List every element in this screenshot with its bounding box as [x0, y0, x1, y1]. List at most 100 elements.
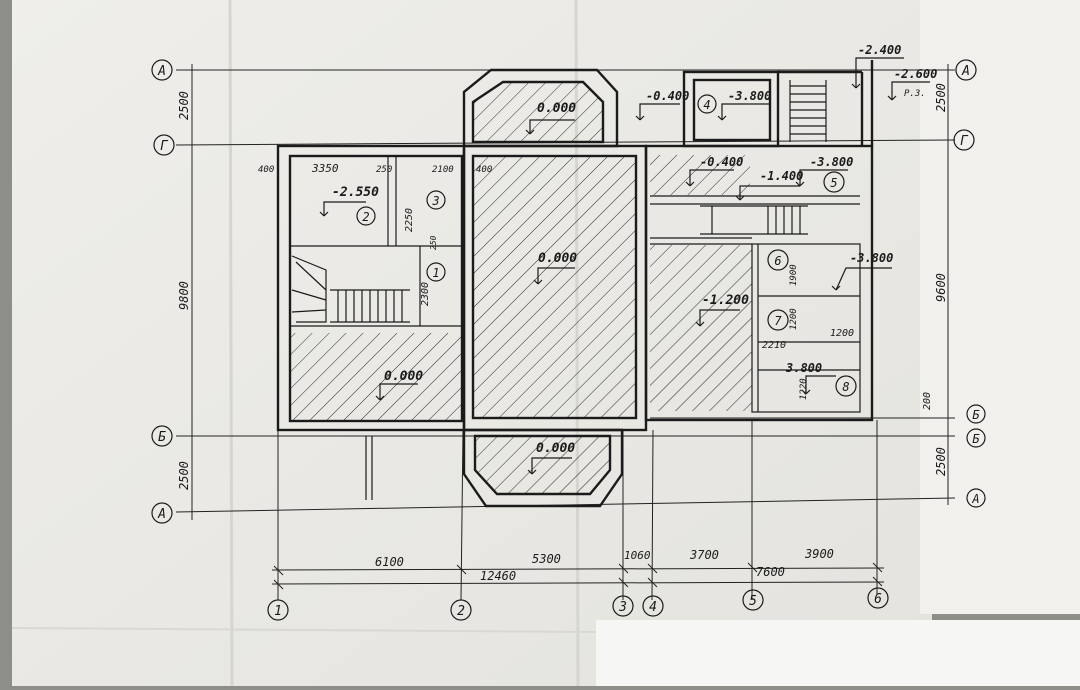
dim-7600: 7600	[756, 565, 785, 579]
room-number-3: 3	[426, 190, 446, 210]
svg-text:Б: Б	[972, 432, 980, 446]
svg-text:А: А	[157, 64, 166, 79]
svg-text:5: 5	[830, 176, 837, 190]
room-number-2: 2	[356, 206, 376, 226]
room-dim: 400	[258, 165, 274, 175]
room-dim: 2210	[762, 340, 786, 351]
room-number-8: 8	[835, 375, 857, 397]
svg-text:2: 2	[457, 604, 465, 619]
room-number-6: 6	[767, 249, 789, 271]
room-dim: 2100	[432, 165, 454, 175]
level-label: 0.000	[538, 251, 577, 266]
dim-right-small: 200	[922, 392, 933, 410]
paper-fold	[228, 0, 234, 687]
svg-text:6: 6	[874, 592, 882, 607]
room-dim: 2300	[420, 282, 431, 306]
level-label: -2.550	[332, 185, 379, 200]
svg-text:6: 6	[774, 254, 781, 268]
dim-right-bot: 2500	[934, 447, 948, 476]
svg-text:3: 3	[431, 194, 439, 208]
axis-bubble-1: 1	[267, 599, 289, 621]
svg-text:5: 5	[749, 594, 757, 609]
svg-text:2: 2	[362, 210, 369, 224]
level-label: -0.400	[700, 155, 743, 169]
dim-left-bot: 2500	[177, 461, 191, 490]
axis-bubble-5: 5	[742, 589, 764, 611]
room-number-7: 7	[767, 309, 789, 331]
svg-text:4: 4	[703, 98, 710, 112]
axis-bubble-4: 4	[642, 595, 664, 617]
hatched-zones	[290, 82, 752, 494]
axis-bubble-a-top-left: А	[151, 59, 173, 81]
axis-bubble-a-top-right: А	[955, 59, 977, 81]
svg-text:Г: Г	[160, 139, 169, 154]
axis-bubble-g-right: Г	[953, 129, 975, 151]
level-label: 3.800	[785, 361, 822, 375]
level-marks	[319, 57, 930, 475]
dim-right-mid: 9600	[934, 273, 948, 302]
axis-bubble-b-right-2: Б	[966, 428, 986, 448]
svg-text:Г: Г	[960, 134, 969, 149]
paper-fold	[11, 627, 597, 633]
axis-bubble-6: 6	[867, 587, 889, 609]
room-dim: 2250	[404, 208, 415, 232]
room-dim: 1900	[789, 264, 799, 286]
svg-text:1: 1	[432, 266, 439, 280]
dim-6100: 6100	[375, 555, 404, 569]
level-label: 0.000	[536, 441, 575, 456]
svg-text:Б: Б	[972, 408, 980, 422]
svg-text:4: 4	[649, 600, 657, 615]
room-dim: 1200	[789, 308, 799, 330]
dim-left-mid: 9800	[177, 281, 191, 310]
svg-text:А: А	[157, 507, 166, 522]
room-dim: 3350	[311, 162, 339, 175]
axis-bubble-b-left: Б	[151, 425, 173, 447]
room-dim: 400	[476, 165, 492, 175]
staircase-right	[700, 80, 827, 235]
svg-text:Б: Б	[158, 430, 166, 445]
staircase-left	[291, 255, 410, 323]
level-label: -1.200	[702, 293, 749, 308]
room-dim: 250	[429, 235, 438, 250]
axis-bubble-a-bottom-left: А	[151, 502, 173, 524]
dim-right-top: 2500	[934, 83, 948, 112]
axis-bubble-a-bottom-right: А	[966, 488, 986, 508]
svg-text:А: А	[971, 492, 979, 506]
svg-text:8: 8	[842, 380, 849, 394]
dim-5300: 5300	[532, 552, 561, 566]
svg-text:1: 1	[274, 604, 282, 619]
room-number-4: 4	[697, 94, 717, 114]
paper-overlay-sheet	[596, 620, 1080, 686]
room-dim: 1200	[830, 328, 854, 339]
svg-text:3: 3	[618, 600, 627, 615]
dim-1060: 1060	[624, 549, 651, 562]
dim-left-top: 2500	[177, 91, 191, 120]
dim-3700: 3700	[689, 548, 719, 562]
dim-12460: 12460	[480, 569, 516, 583]
level-label: -3.800	[810, 155, 853, 169]
level-label: -2.400	[858, 43, 901, 57]
level-label: -1.400	[760, 169, 803, 183]
axis-bubble-b-right-1: Б	[966, 404, 986, 424]
building-walls	[276, 60, 874, 508]
room-number-5: 5	[823, 171, 845, 193]
level-label: -3.800	[850, 251, 893, 265]
svg-text:А: А	[961, 64, 970, 79]
room-dim: 250	[376, 165, 392, 175]
sheet-reference: Р.З.	[904, 89, 926, 99]
room-number-1: 1	[426, 262, 446, 282]
level-label: -0.400	[646, 89, 689, 103]
axis-bubble-3: 3	[612, 595, 634, 617]
dim-3900: 3900	[804, 547, 834, 561]
axis-bubble-g-left: Г	[153, 134, 175, 156]
level-label: 0.000	[384, 369, 423, 384]
bottom-dimension-lines	[271, 562, 885, 590]
paper-sheet-right	[920, 0, 1080, 614]
level-label: -3.800	[728, 89, 771, 103]
level-label: -2.600	[894, 67, 937, 81]
room-dim: 1220	[799, 378, 809, 400]
level-label: 0.000	[537, 101, 576, 116]
svg-text:7: 7	[774, 314, 782, 328]
